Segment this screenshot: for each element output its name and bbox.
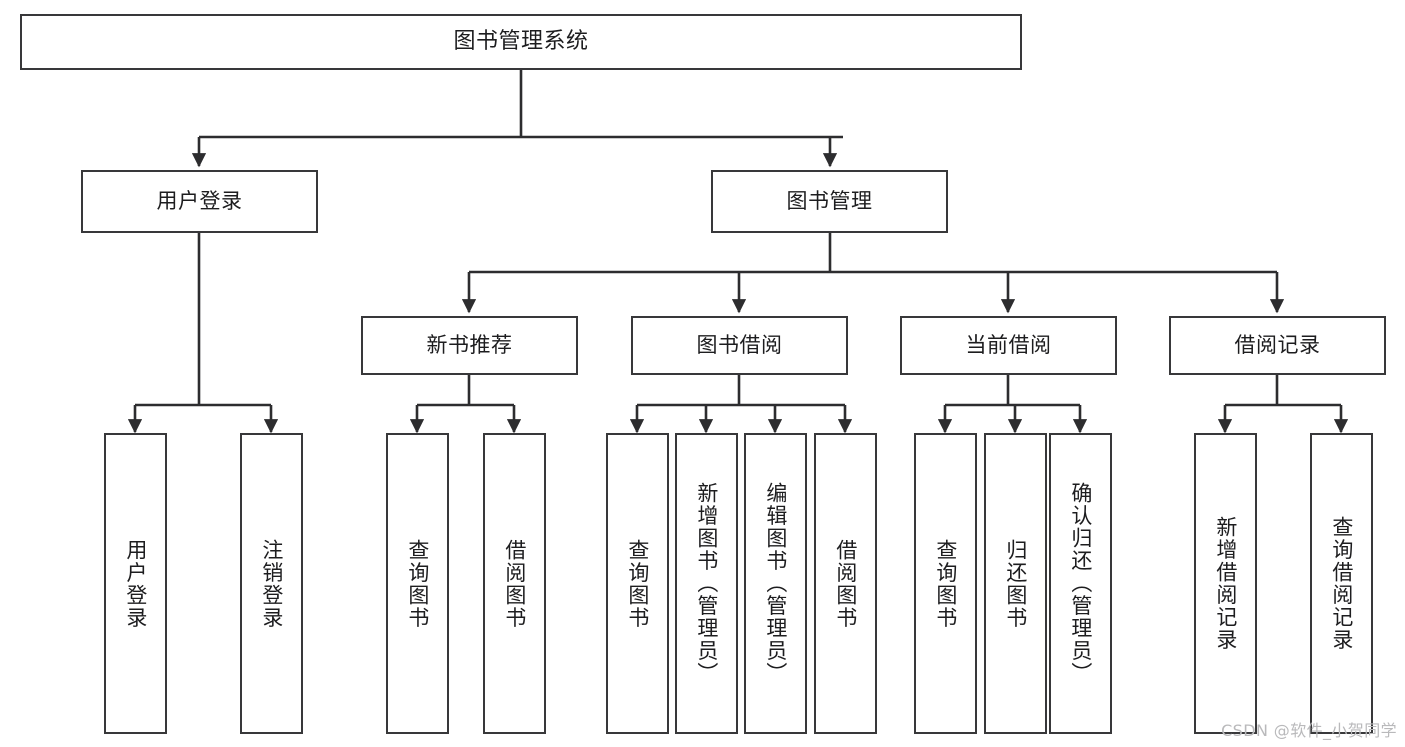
node-label: 新增图书（管理员） (694, 482, 719, 685)
node-leaf-logout[interactable]: 注销登录 (240, 433, 303, 734)
node-label: 图书管理 (786, 188, 873, 213)
node-label: 当前借阅 (965, 332, 1052, 357)
node-leaf-return-book[interactable]: 归还图书 (984, 433, 1047, 734)
node-book-management-system[interactable]: 图书管理系统 (20, 14, 1022, 70)
node-label: 借阅图书 (502, 538, 527, 629)
node-label: 借阅图书 (833, 538, 858, 629)
node-leaf-borrow-book-2[interactable]: 借阅图书 (814, 433, 877, 734)
node-leaf-add-book[interactable]: 新增图书（管理员） (675, 433, 738, 734)
node-label: 注销登录 (259, 538, 284, 629)
csdn-watermark: CSDN @软件_小贺同学 (1221, 721, 1397, 740)
node-label: 确认归还（管理员） (1068, 482, 1093, 685)
node-book-borrow[interactable]: 图书借阅 (631, 316, 848, 375)
node-label: 新书推荐 (426, 332, 513, 357)
node-leaf-query-book-1[interactable]: 查询图书 (386, 433, 449, 734)
node-leaf-add-record[interactable]: 新增借阅记录 (1194, 433, 1257, 734)
node-leaf-confirm-return[interactable]: 确认归还（管理员） (1049, 433, 1112, 734)
node-label: 新增借阅记录 (1213, 516, 1238, 651)
node-label: 用户登录 (123, 538, 148, 629)
node-leaf-user-login[interactable]: 用户登录 (104, 433, 167, 734)
node-label: 编辑图书（管理员） (763, 482, 788, 685)
node-label: 归还图书 (1003, 538, 1028, 629)
node-book-manage[interactable]: 图书管理 (711, 170, 948, 233)
node-current-borrow[interactable]: 当前借阅 (900, 316, 1117, 375)
node-label: 借阅记录 (1234, 332, 1321, 357)
node-label: 查询借阅记录 (1329, 516, 1354, 651)
node-new-book-recommend[interactable]: 新书推荐 (361, 316, 578, 375)
node-leaf-query-record[interactable]: 查询借阅记录 (1310, 433, 1373, 734)
node-label: 图书借阅 (696, 332, 783, 357)
node-leaf-edit-book[interactable]: 编辑图书（管理员） (744, 433, 807, 734)
node-leaf-query-book-2[interactable]: 查询图书 (606, 433, 669, 734)
node-borrow-record[interactable]: 借阅记录 (1169, 316, 1386, 375)
node-user-login[interactable]: 用户登录 (81, 170, 318, 233)
node-label: 查询图书 (625, 538, 650, 629)
node-leaf-borrow-book-1[interactable]: 借阅图书 (483, 433, 546, 734)
node-label: 查询图书 (933, 538, 958, 629)
node-label: 用户登录 (156, 188, 243, 213)
node-label: 查询图书 (405, 538, 430, 629)
node-leaf-query-book-3[interactable]: 查询图书 (914, 433, 977, 734)
node-label: 图书管理系统 (453, 28, 589, 54)
